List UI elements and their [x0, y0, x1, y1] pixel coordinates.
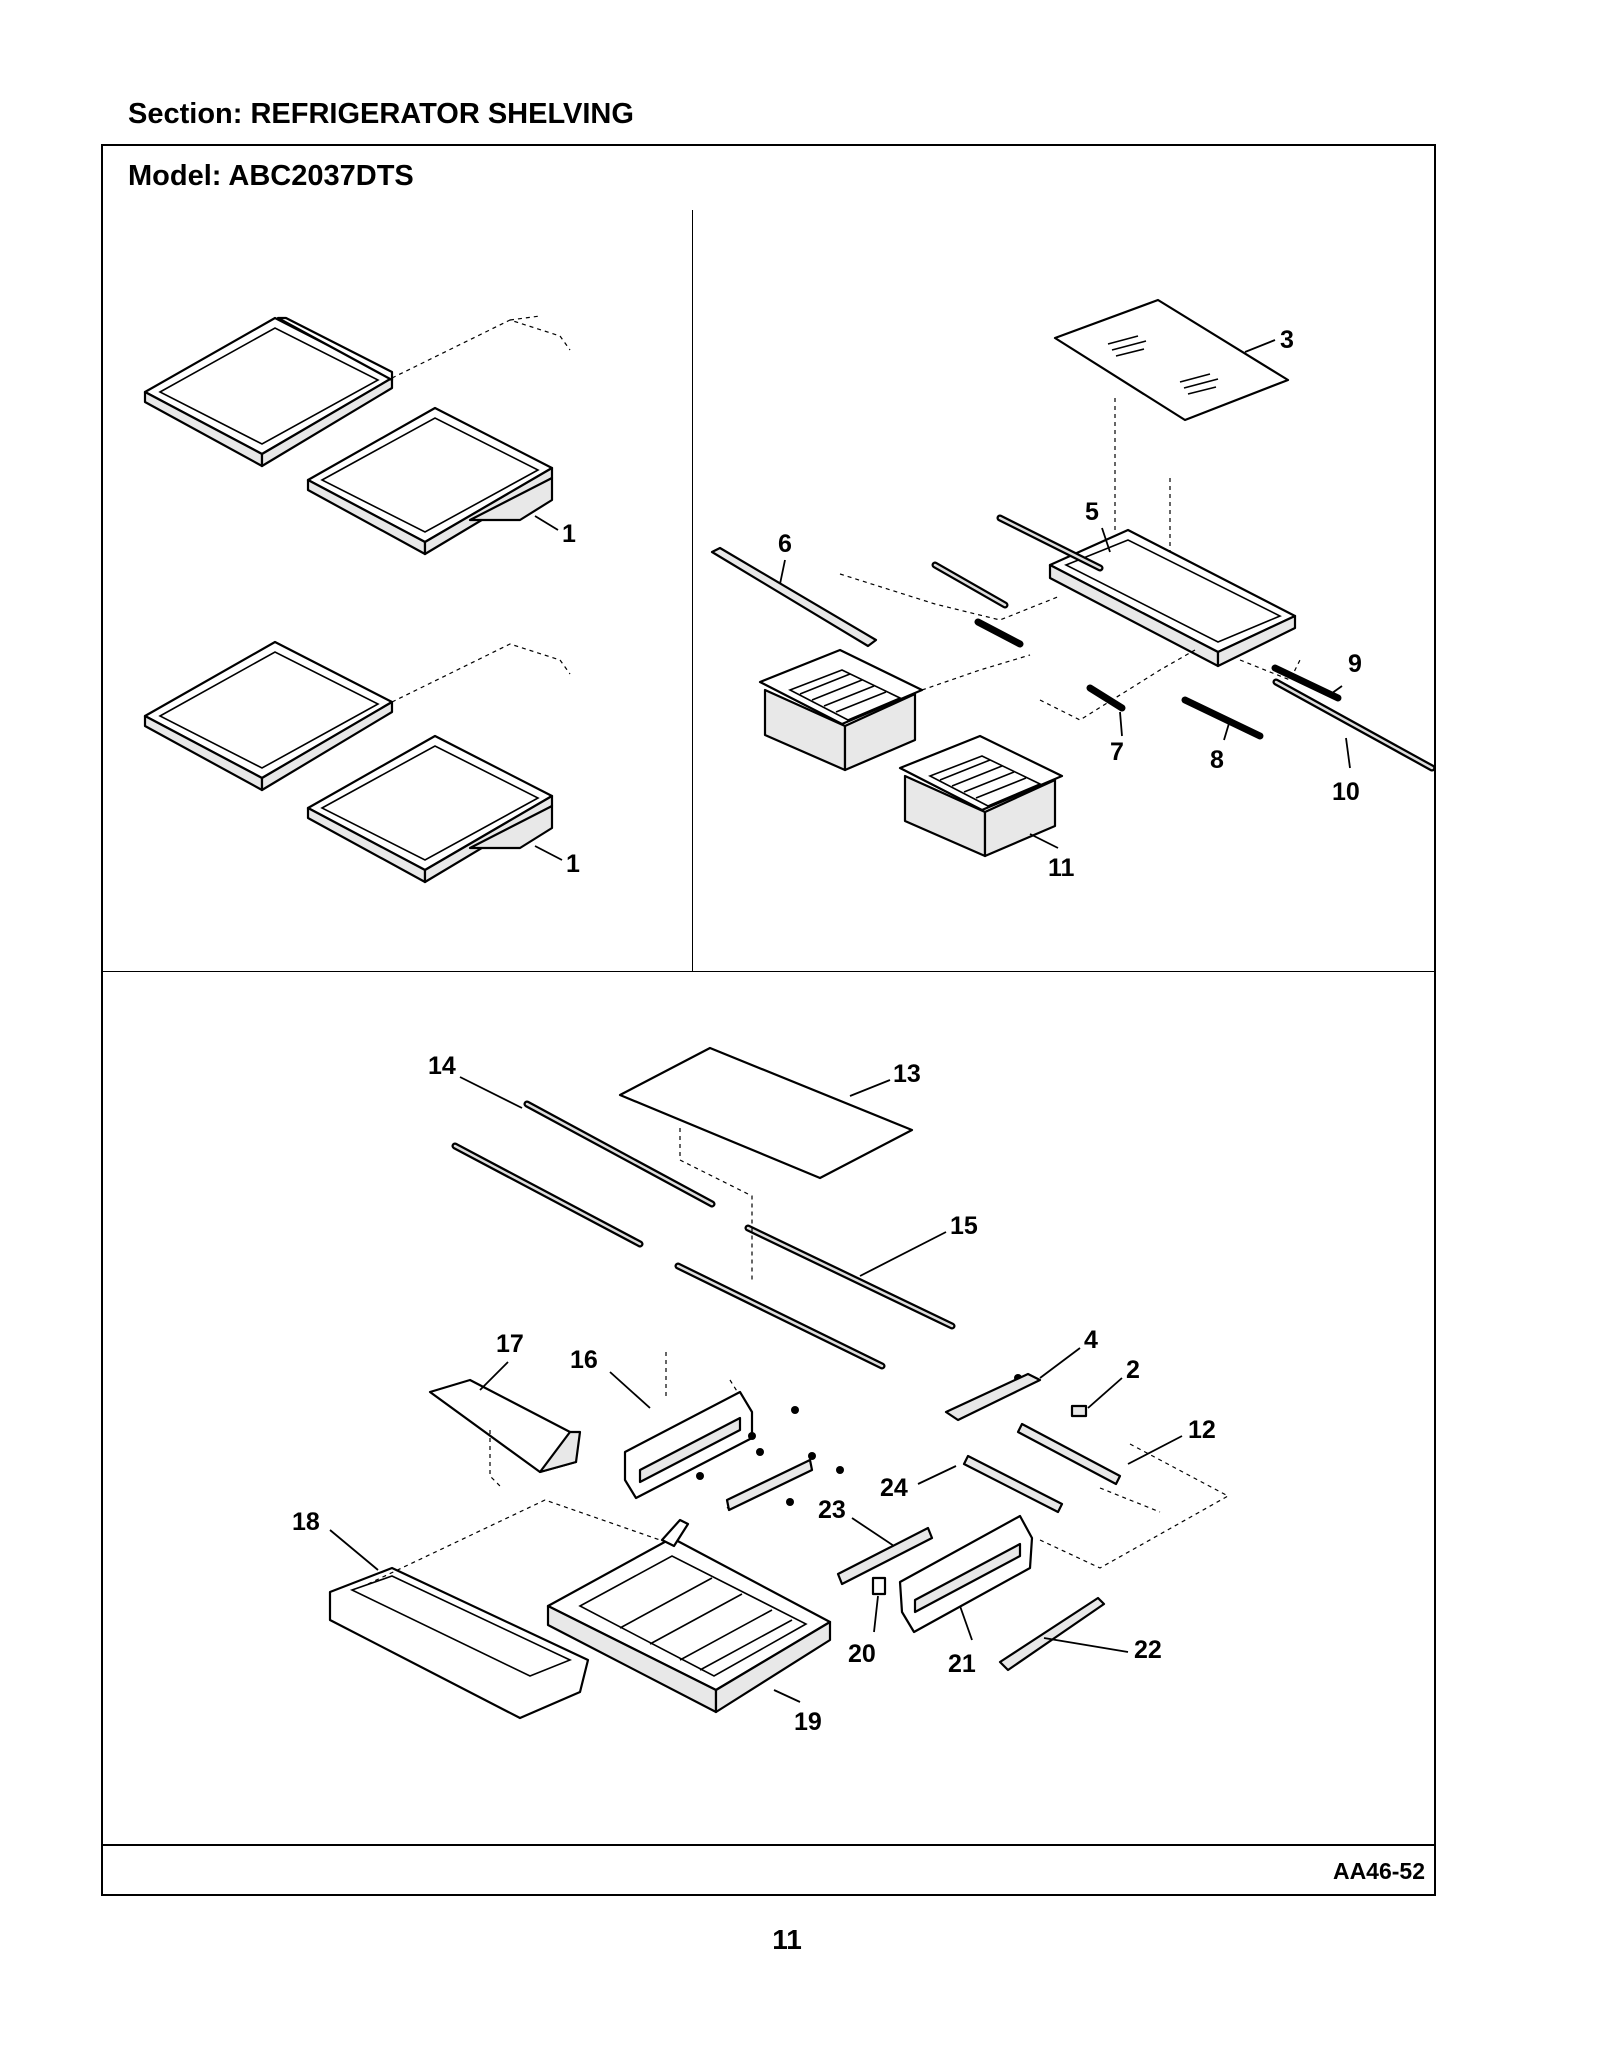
- callout-7: 7: [1110, 738, 1124, 766]
- pantry-cover-glass: [618, 1046, 914, 1180]
- panel-divider-horizontal: [101, 971, 1436, 972]
- drawer-front-panel: [328, 1566, 590, 1720]
- handle-bar: [998, 1596, 1106, 1672]
- pantry-divider: [428, 1378, 582, 1474]
- diagram-frame: [101, 144, 1436, 1896]
- panel-divider-vertical: [692, 210, 693, 972]
- callout-16: 16: [570, 1346, 598, 1374]
- callout-13: 13: [893, 1060, 921, 1088]
- cross-rail: [962, 1454, 1064, 1514]
- clip: [1070, 1404, 1088, 1418]
- callout-11: 11: [1048, 854, 1075, 882]
- shelf-assembly-lower: [143, 640, 571, 884]
- crisper-drawer-upper: [758, 648, 924, 772]
- footer-rule: [101, 1844, 1436, 1846]
- crisper-drawer-lower: [898, 734, 1064, 858]
- callout-15: 15: [950, 1212, 978, 1240]
- callout-10: 10: [1332, 778, 1360, 806]
- slide-rail-left: [836, 1526, 934, 1586]
- shelf-back-lower: [143, 640, 394, 792]
- callout-9: 9: [1348, 650, 1362, 678]
- callout-19: 19: [794, 1708, 822, 1736]
- callout-5: 5: [1085, 498, 1099, 526]
- callout-23: 23: [818, 1496, 846, 1524]
- fastener-screws: [696, 1374, 1022, 1506]
- callout-14: 14: [428, 1052, 456, 1080]
- shelf-front-upper: [306, 406, 554, 556]
- callout-20: 20: [848, 1640, 876, 1668]
- model-title: Model: ABC2037DTS: [128, 160, 414, 192]
- slide-bracket-right: [898, 1514, 1034, 1634]
- callout-22: 22: [1134, 1636, 1162, 1664]
- callout-1-upper: 1: [562, 520, 576, 548]
- mounting-bracket-right: [1016, 1422, 1122, 1486]
- callout-8: 8: [1210, 746, 1224, 774]
- shelf-front-lower: [306, 734, 554, 884]
- diagram-code: AA46-52: [1332, 1858, 1425, 1884]
- callout-4: 4: [1084, 1326, 1098, 1354]
- callout-1-lower: 1: [566, 850, 580, 878]
- page-number: 11: [772, 1924, 802, 1955]
- callout-18: 18: [292, 1508, 320, 1536]
- crisper-frame: [1048, 528, 1297, 668]
- mounting-bracket-top: [944, 1372, 1042, 1422]
- slide-bracket-left: [623, 1390, 754, 1500]
- crisper-cover-glass: [1053, 298, 1290, 422]
- pantry-drawer-bin: [546, 1518, 832, 1714]
- callout-2: 2: [1126, 1356, 1140, 1384]
- callout-21: 21: [948, 1650, 976, 1678]
- callout-17: 17: [496, 1330, 524, 1358]
- callout-6: 6: [778, 530, 792, 558]
- section-title: Section: REFRIGERATOR SHELVING: [128, 98, 634, 130]
- callout-24: 24: [880, 1474, 908, 1502]
- roller: [871, 1576, 887, 1596]
- shelf-back-upper: [143, 316, 394, 468]
- callout-3: 3: [1280, 326, 1294, 354]
- crisper-rail-left: [710, 546, 878, 648]
- callout-12: 12: [1188, 1416, 1216, 1444]
- shelf-assembly-upper: [143, 315, 571, 556]
